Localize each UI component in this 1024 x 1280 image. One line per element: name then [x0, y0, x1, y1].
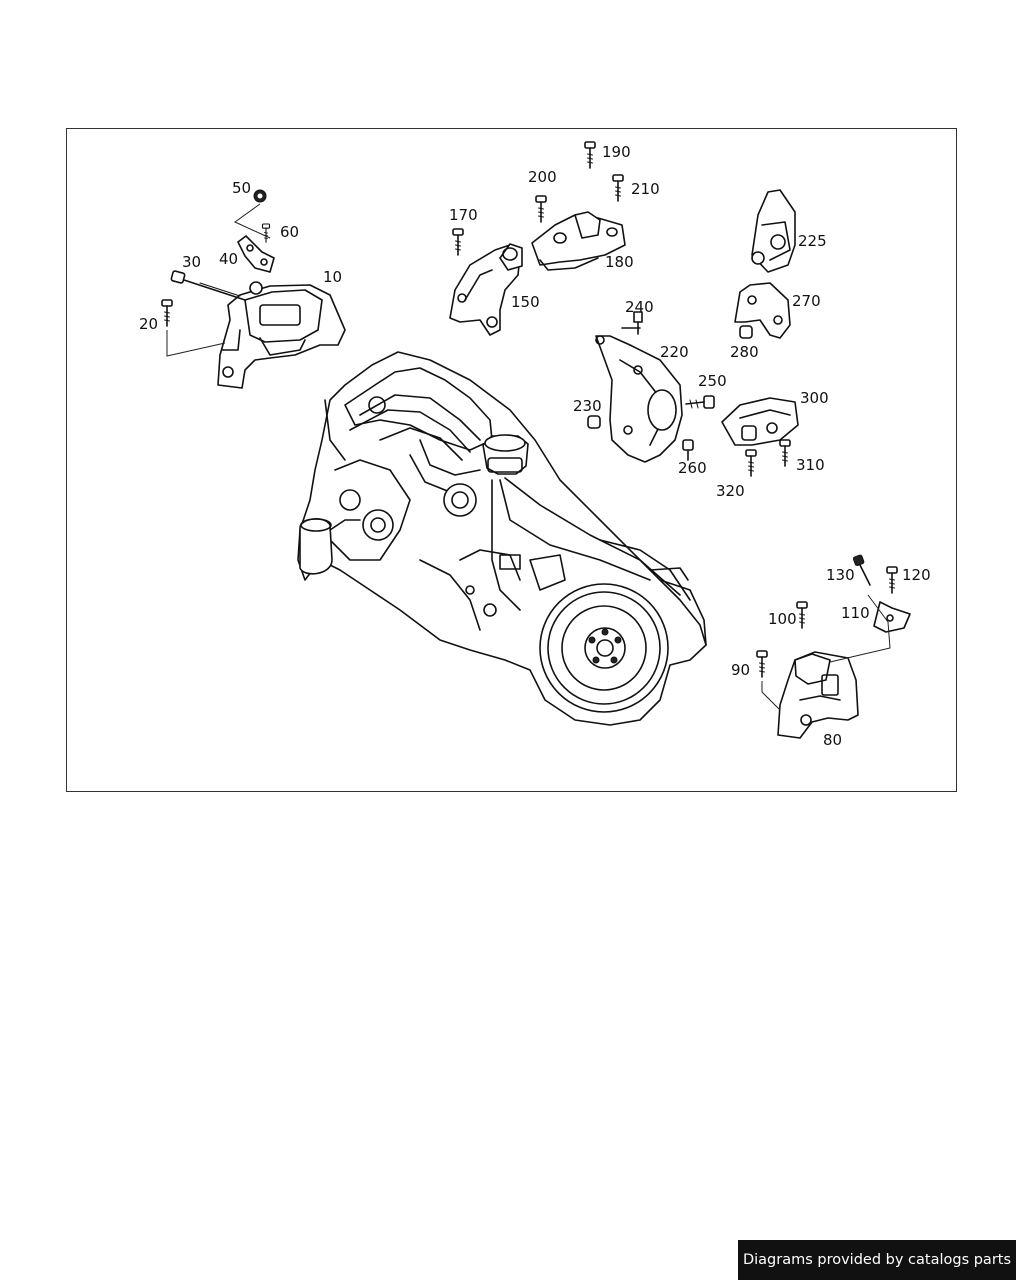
- bolt-170: [452, 228, 464, 256]
- callout-150: 150: [511, 293, 540, 311]
- callout-225: 225: [798, 232, 827, 250]
- callout-220: 220: [660, 343, 689, 361]
- callout-180: 180: [605, 253, 634, 271]
- transmission-mount-80: [777, 651, 859, 739]
- nut-50: [253, 189, 267, 203]
- callout-90: 90: [731, 661, 751, 679]
- callout-60: 60: [280, 223, 300, 241]
- callout-10: 10: [323, 268, 343, 286]
- bolt-190: [584, 141, 596, 169]
- bolt-100: [796, 601, 808, 629]
- engine-mount-10: [217, 281, 346, 389]
- bolt-260: [682, 439, 694, 461]
- callout-170: 170: [449, 206, 478, 224]
- bolt-310: [779, 439, 791, 467]
- callout-120: 120: [902, 566, 931, 584]
- bracket-220: [595, 335, 683, 463]
- callout-230: 230: [573, 397, 602, 415]
- bolt-210: [612, 174, 624, 202]
- bolt-30: [170, 270, 246, 301]
- bolt-120: [886, 566, 898, 594]
- bolt-20: [161, 299, 173, 327]
- callout-40: 40: [219, 250, 239, 268]
- mount-bracket-150: [449, 243, 523, 336]
- callout-30: 30: [182, 253, 202, 271]
- callout-250: 250: [698, 372, 727, 390]
- callout-110: 110: [841, 604, 870, 622]
- mount-225: [751, 189, 796, 273]
- callout-130: 130: [826, 566, 855, 584]
- callout-80: 80: [823, 731, 843, 749]
- callout-320: 320: [716, 482, 745, 500]
- bolt-90: [756, 650, 768, 678]
- bushing-280: [739, 325, 753, 339]
- bolt-320: [745, 449, 757, 477]
- callout-20: 20: [139, 315, 159, 333]
- callout-190: 190: [602, 143, 631, 161]
- callout-300: 300: [800, 389, 829, 407]
- engine-assembly: [297, 351, 707, 726]
- callout-270: 270: [792, 292, 821, 310]
- diagram-frame: [66, 128, 957, 792]
- bracket-270: [734, 282, 791, 339]
- bracket-40: [237, 235, 275, 273]
- bushing-230: [587, 415, 601, 429]
- mount-300: [721, 397, 799, 446]
- callout-310: 310: [796, 456, 825, 474]
- callout-50: 50: [232, 179, 252, 197]
- callout-100: 100: [768, 610, 797, 628]
- bracket-110: [873, 601, 911, 633]
- bolt-200: [535, 195, 547, 223]
- callout-280: 280: [730, 343, 759, 361]
- callout-260: 260: [678, 459, 707, 477]
- bolt-240: [621, 311, 643, 335]
- bolt-60: [261, 223, 271, 243]
- callout-210: 210: [631, 180, 660, 198]
- mount-180: [531, 211, 626, 271]
- bolt-250: [685, 395, 715, 409]
- bolt-130: [852, 554, 871, 586]
- callout-240: 240: [625, 298, 654, 316]
- callout-200: 200: [528, 168, 557, 186]
- credit-banner: Diagrams provided by catalogs parts: [738, 1240, 1016, 1280]
- engine-mount-diagram: [161, 141, 911, 739]
